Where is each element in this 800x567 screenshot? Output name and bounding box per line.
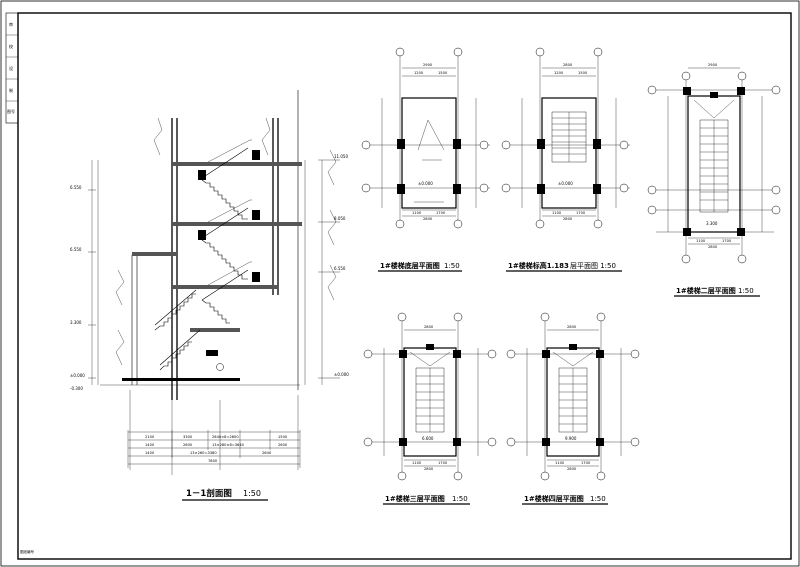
level-label: 3.300: [706, 221, 718, 226]
title-block-cell: 校: [9, 43, 13, 49]
dim-text: 2800: [424, 325, 434, 329]
plan-title: 1#楼梯三层平面图: [385, 494, 445, 503]
dim-text: 1700: [436, 211, 446, 215]
dim-text: 2800: [708, 245, 718, 249]
dim-text: 2840×8=2600: [212, 435, 239, 439]
dim-text: 2900: [708, 63, 718, 67]
plan-title: 1#楼梯标高1.183: [508, 261, 569, 270]
plan-landing-level: 2800 1200 1500 2800 1100 1700 ±0.000: [501, 47, 630, 229]
dim-text: 2800: [563, 63, 573, 67]
level-label: 6.600: [422, 436, 434, 441]
level-label: -0.300: [70, 386, 83, 391]
dim-text: 1400: [145, 451, 155, 455]
dim-text: 2800: [424, 467, 434, 471]
plan-second-floor: 2900 2800 1100 1700 3.300: [647, 63, 781, 264]
dim-text: 1500: [578, 71, 588, 75]
corner-stamp: 图纸编号: [20, 549, 34, 554]
section-drawing: [100, 90, 337, 475]
dim-text: 1200: [554, 71, 564, 75]
plan-fourth-floor: 2800 2800 1100 1700 9.900: [506, 312, 640, 481]
level-label: 6.550: [70, 185, 82, 190]
level-label: ±0.000: [558, 181, 573, 186]
plan-title: 1#楼梯二层平面图: [676, 286, 736, 295]
level-label: ±0.000: [418, 181, 433, 186]
level-label: 3.300: [70, 320, 82, 325]
dim-text: 1400: [145, 443, 155, 447]
section-title: 1－1剖面图: [186, 488, 232, 499]
dim-text: 2640: [262, 451, 272, 455]
dim-text: 1700: [576, 211, 586, 215]
dim-text: 7800: [208, 459, 218, 463]
level-label: 8.050: [334, 216, 346, 221]
dim-text: 1100: [412, 211, 422, 215]
plan-scale: 1:50: [444, 262, 460, 270]
level-label: ±0.000: [334, 372, 349, 377]
dim-text: 2800: [567, 325, 577, 329]
title-block-strip: 审 校 设 制 图号: [5, 12, 19, 124]
dim-text: 1500: [278, 435, 288, 439]
plan-scale: 1:50: [452, 495, 468, 503]
dim-text: 1700: [581, 461, 591, 465]
inner-border: [17, 12, 792, 560]
section-dims-right: 11.050 8.050 6.550 ±0.000: [304, 154, 349, 385]
dim-text: 1100: [552, 211, 562, 215]
plan-third-floor: 2800 2800 1100 1700 6.600: [363, 312, 497, 481]
dim-text: 1700: [722, 239, 732, 243]
title-block-cell: 设: [9, 65, 13, 71]
level-label: ±0.000: [70, 373, 85, 378]
dim-text: 2800: [563, 217, 573, 221]
section-dim-table: 2100 3300 2840×8=2600 1500 1400 2600 13×…: [127, 430, 301, 468]
plan-scale: 1:50: [590, 495, 606, 503]
dim-text: 1100: [696, 239, 706, 243]
plan-title: 1#楼梯四层平面图: [524, 494, 584, 503]
level-label: 6.550: [70, 247, 82, 252]
plan-ground-floor: 2900 1200 1500 2800 1100 1700 ±0.000: [361, 47, 490, 229]
plan-scale: 1:50: [738, 287, 754, 295]
dim-text: 2800: [423, 217, 433, 221]
plan-scale: 层平面图 1:50: [570, 262, 616, 270]
dim-text: 1100: [555, 461, 565, 465]
dim-text: 2800: [567, 467, 577, 471]
dim-text: 1200: [414, 71, 424, 75]
level-label: 9.900: [565, 436, 577, 441]
title-block-cell: 审: [9, 21, 13, 27]
dim-text: 2600: [278, 443, 288, 447]
dim-text: 2100: [145, 435, 155, 439]
title-block-cell: 图号: [7, 108, 15, 114]
dim-text: 1500: [438, 71, 448, 75]
dim-text: 13×260=3380: [190, 451, 217, 455]
section-scale: 1:50: [243, 489, 261, 498]
dim-text: 1700: [438, 461, 448, 465]
dim-text: 1100: [412, 461, 422, 465]
title-block-cell: 制: [9, 87, 13, 93]
dim-text: 2600: [183, 443, 193, 447]
dim-text: 2900: [423, 63, 433, 67]
section-dims-left: 6.550 6.550 3.300 ±0.000 -0.300: [70, 160, 99, 391]
level-label: 11.050: [334, 154, 348, 159]
plan-title: 1#楼梯底层平面图: [380, 261, 440, 270]
dim-text: 13×280×8=3640: [212, 443, 245, 447]
level-label: 6.550: [334, 266, 346, 271]
dim-text: 3300: [183, 435, 193, 439]
